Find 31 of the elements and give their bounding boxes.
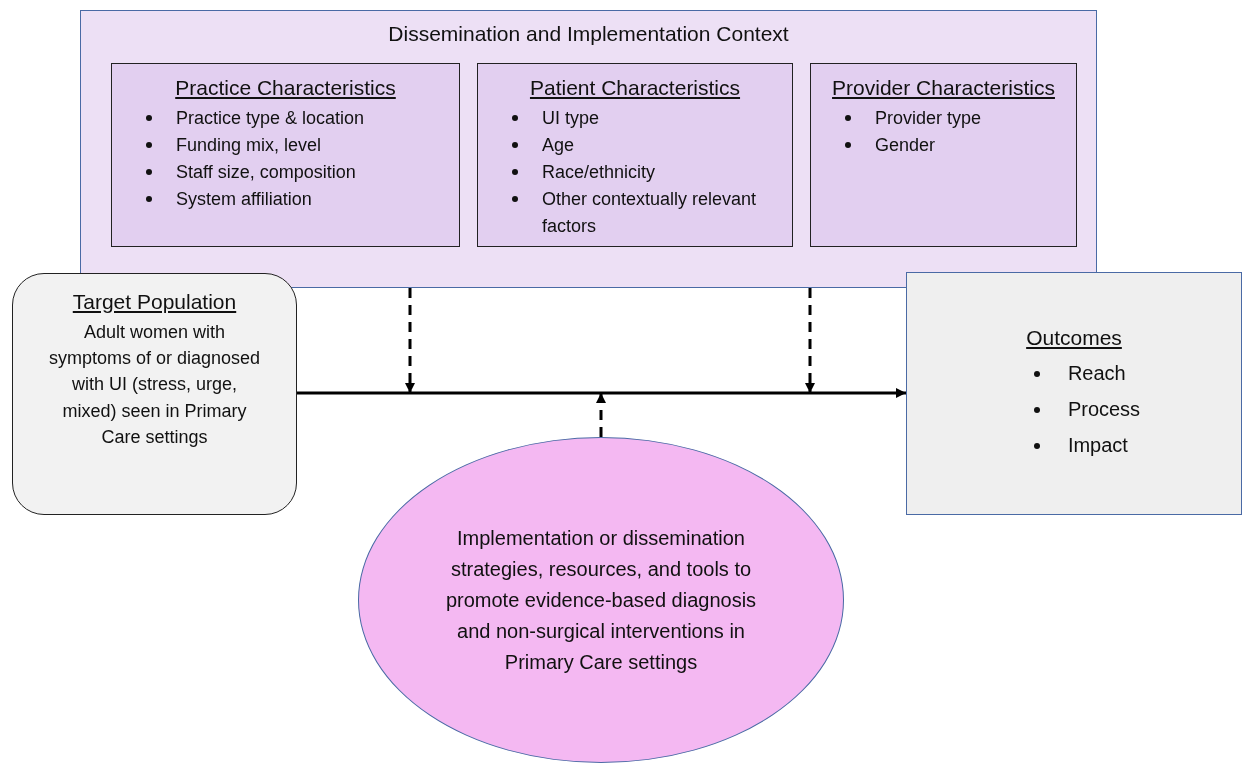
bullet-item: Race/ethnicity (542, 161, 656, 185)
box-heading: Outcomes (1026, 324, 1122, 351)
bullet-item: Funding mix, level (176, 134, 322, 158)
characteristics-box (477, 63, 793, 247)
bullet-item: Process (1067, 397, 1141, 423)
bullet-item: Age (542, 134, 575, 158)
characteristics-box (111, 63, 460, 247)
arrow (596, 393, 606, 437)
bullet-item: Staff size, composition (176, 161, 356, 185)
arrow (405, 288, 415, 393)
box-heading: Provider Characteristics (832, 75, 1055, 101)
characteristics-box (810, 63, 1077, 247)
bullet-item: Other contextually relevant factors (542, 188, 758, 239)
context-panel (80, 10, 1097, 288)
bullet-item: Practice type & location (176, 107, 365, 131)
outcomes-box (906, 272, 1242, 515)
bullet-item: UI type (542, 107, 600, 131)
bullet-item: Gender (875, 134, 936, 158)
box-heading: Practice Characteristics (175, 75, 396, 101)
bullet-item: Reach (1067, 361, 1126, 387)
arrow (805, 288, 815, 393)
bullet-item: Impact (1067, 433, 1128, 459)
arrow (297, 388, 906, 398)
context-title: Dissemination and Implementation Context (388, 21, 789, 47)
ellipse-text: Implementation or dissemination strategies, resources, and tools to promote evidence-based diagnosis and non-surgical interventions in Primary Care settings (444, 525, 758, 675)
rounded-box (12, 273, 297, 515)
box-heading: Target Population (72, 289, 237, 315)
box-description: Adult women with symptoms of or diagnosed with UI (stress, urge, mixed) seen in Primary Care settings (47, 321, 262, 449)
bullet-item: Provider type (875, 107, 982, 131)
bullet-item: System affiliation (176, 188, 312, 212)
box-heading: Patient Characteristics (529, 75, 741, 101)
